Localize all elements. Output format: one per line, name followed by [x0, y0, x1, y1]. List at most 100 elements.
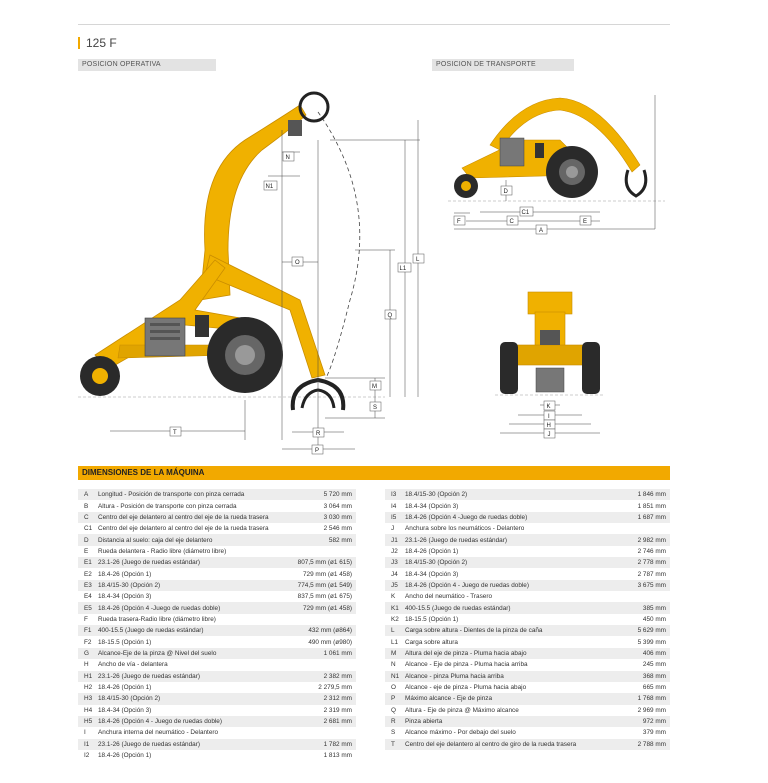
top-rule — [78, 24, 670, 25]
dimension-description: 18.4-26 (Opción 1) — [98, 684, 152, 692]
dimension-description: Distancia al suelo: caja del eje delante… — [98, 536, 213, 544]
dimension-description: 18.4-34 (Opción 3) — [405, 570, 459, 578]
dimension-value: 1 851 mm — [637, 502, 666, 510]
dimension-value: 2 788 mm — [637, 740, 666, 748]
table-row: J4 18.4-34 (Opción 3) 2 787 mm — [385, 568, 670, 579]
dimension-value: 3 064 mm — [323, 502, 352, 510]
dimension-description: Pinza abierta — [405, 718, 443, 726]
dimension-value: 245 mm — [642, 661, 666, 669]
dimension-description: 18.4-34 (Opción 3) — [405, 502, 459, 510]
dimension-code: J4 — [391, 570, 398, 578]
dimension-code: I1 — [84, 740, 90, 748]
dimension-description: 18.4-26 (Opción 1) — [98, 570, 152, 578]
dim-label-a: A — [539, 228, 543, 234]
dim-label-c: C — [510, 219, 515, 225]
dim-label-l: L — [416, 257, 420, 263]
dimension-code: F2 — [84, 638, 92, 646]
dimension-code: N — [391, 661, 396, 669]
dimension-code: M — [391, 649, 397, 657]
dimension-code: E5 — [84, 604, 92, 612]
dimension-value: 385 mm — [642, 604, 666, 612]
dimension-description: 18-15.5 (Opción 1) — [405, 615, 459, 623]
dimension-code: H — [84, 661, 89, 669]
dimension-code: K1 — [391, 604, 399, 612]
dimension-code: T — [391, 740, 395, 748]
dimension-code: S — [391, 729, 396, 737]
table-row: I4 18.4-34 (Opción 3) 1 851 mm — [385, 500, 670, 511]
dimension-value: 1 061 mm — [323, 649, 352, 657]
dimension-value: 5 720 mm — [323, 491, 352, 499]
dimension-description: 18.4-26 (Opción 4 -Juego de ruedas doble… — [405, 513, 528, 521]
dimension-code: I3 — [391, 491, 397, 499]
model-heading: 125 F — [78, 36, 117, 50]
table-row: C1 Centro del eje delantero al centro del… — [78, 523, 356, 534]
machine-diagrams: N N1 O L1 L Q M S R T P D F — [78, 91, 665, 455]
dim-label-d: D — [504, 189, 509, 195]
dimension-description: 18.4-26 (Opción 1) — [405, 547, 459, 555]
dimension-description: 400-15.5 (Juego de ruedas estándar) — [405, 604, 511, 612]
dimension-value: 2 312 mm — [323, 695, 352, 703]
dim-label-i: I — [548, 414, 550, 420]
dimension-value: 490 mm (ø980) — [308, 638, 352, 646]
dimension-description: Ancho del neumático - Trasero — [405, 593, 493, 601]
dimension-value: 368 mm — [642, 672, 666, 680]
dimension-value: 807,5 mm (ø1 615) — [297, 559, 352, 567]
dimension-description: Centro del eje delantero al centro del e… — [98, 513, 269, 521]
dimension-description: Altura - Posición de transporte con pinz… — [98, 502, 237, 510]
dimension-description: Centro del eje delantero al centro del e… — [98, 525, 269, 533]
dimension-description: 18.4-34 (Opción 3) — [98, 706, 152, 714]
dimension-description: Centro del eje delantero al centro de gi… — [405, 740, 577, 748]
dimension-code: H4 — [84, 706, 93, 714]
dim-label-f: F — [457, 219, 461, 225]
dimension-value: 972 mm — [642, 718, 666, 726]
dimension-code: H1 — [84, 672, 93, 680]
section-operative-header: POSICION OPERATIVA — [78, 59, 216, 71]
transport-diagram: D F C C1 E A — [448, 95, 665, 235]
dim-label-j: J — [548, 432, 551, 438]
dimension-code: I5 — [391, 513, 397, 521]
dimension-code: O — [391, 684, 396, 692]
dimension-description: Alcance - pinza Pluma hacia arriba — [405, 672, 504, 680]
table-row: I5 18.4-26 (Opción 4 -Juego de ruedas dob… — [385, 511, 670, 524]
dimension-description: 23.1-26 (Juego de ruedas estándar) — [98, 672, 200, 680]
dimension-value: 2 787 mm — [637, 570, 666, 578]
dimension-value: 729 mm (ø1 458) — [302, 604, 352, 612]
dimension-code: E2 — [84, 570, 92, 578]
dimension-value: 3 030 mm — [323, 513, 352, 521]
dimension-value: 5 629 mm — [637, 627, 666, 635]
dimension-code: J3 — [391, 559, 398, 567]
dimension-code: J2 — [391, 547, 398, 555]
dimension-value: 406 mm — [642, 649, 666, 657]
dimension-code: C1 — [84, 525, 93, 533]
dimension-description: 18.4-26 (Opción 4 -Juego de ruedas doble… — [98, 604, 221, 612]
dimension-description: Máximo alcance - Eje de pinza — [405, 695, 493, 703]
dimension-value: 1 768 mm — [637, 695, 666, 703]
dimension-description: Carga sobre altura - Dientes de la pinza… — [405, 627, 543, 635]
dimension-value: 1 687 mm — [637, 513, 666, 521]
dimension-value: 2 681 mm — [323, 718, 352, 726]
dimension-code: N1 — [391, 672, 400, 680]
dimension-value: 774,5 mm (ø1 549) — [297, 581, 352, 589]
dim-label-h: H — [547, 423, 551, 429]
dimension-code: I4 — [391, 502, 397, 510]
dimension-value: 2 969 mm — [637, 706, 666, 714]
dimension-code: F — [84, 615, 88, 623]
dim-label-o: O — [295, 260, 300, 266]
